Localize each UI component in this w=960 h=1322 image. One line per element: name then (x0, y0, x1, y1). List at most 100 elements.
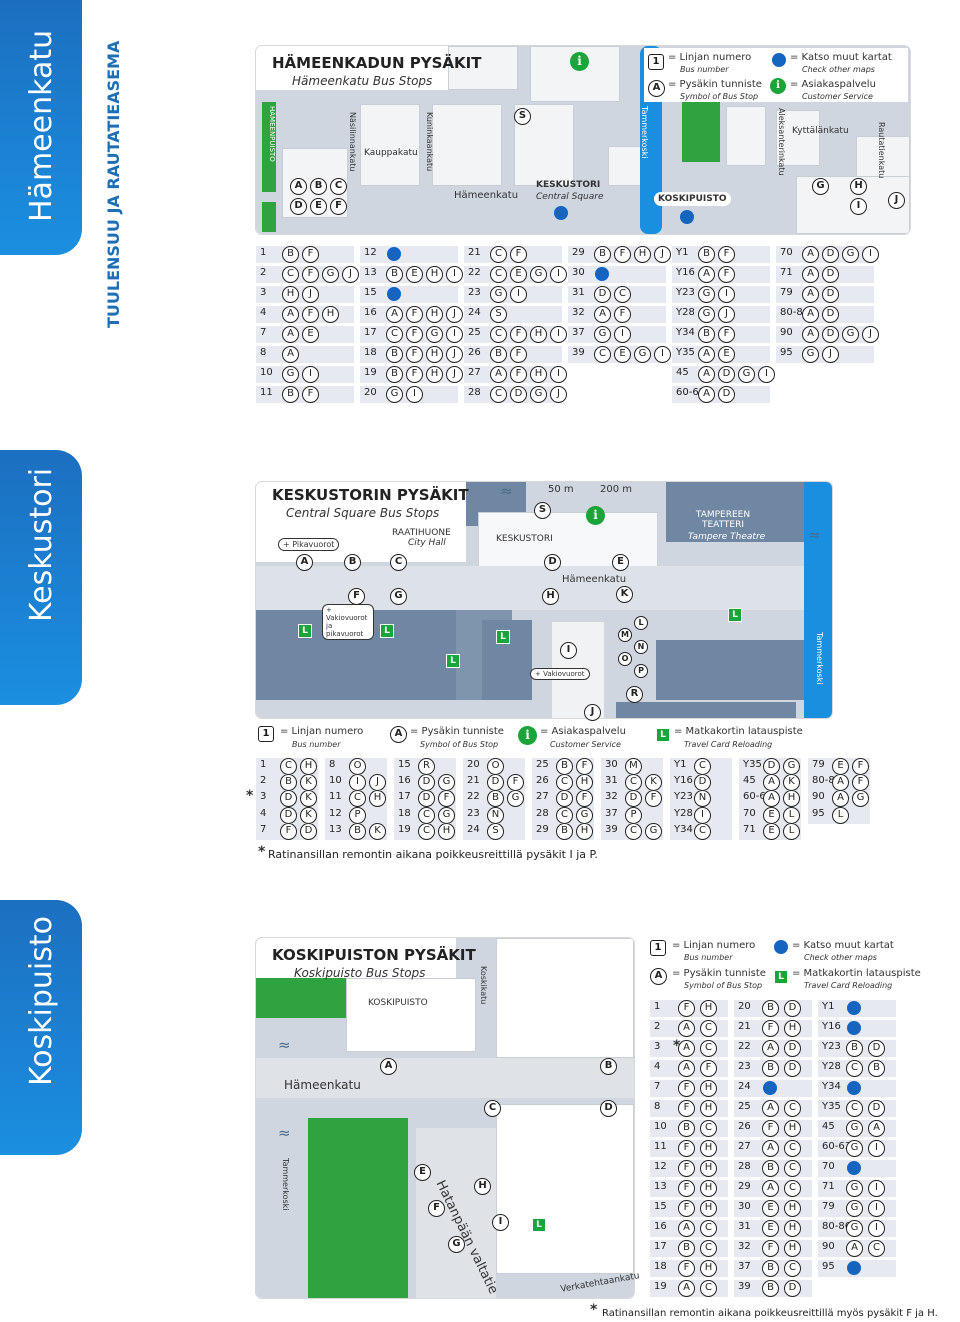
stop-symbol-G[interactable]: G (846, 1180, 863, 1197)
stop-symbol-H[interactable]: H (700, 1200, 717, 1217)
stop-symbol-F[interactable]: F (576, 790, 593, 808)
stop-F[interactable]: F (348, 588, 365, 605)
koskipuisto-map-link-icon[interactable] (680, 210, 694, 224)
stop-symbol-C[interactable]: C (418, 806, 435, 824)
stop-symbol-B[interactable]: B (282, 386, 299, 403)
stop-symbol-I[interactable]: I (349, 774, 366, 792)
stop-symbol-G[interactable]: G (507, 790, 524, 808)
stop-symbol-F[interactable]: F (678, 1140, 695, 1157)
stop-symbol-E[interactable]: E (832, 758, 849, 775)
info-icon[interactable]: i (586, 506, 605, 525)
stop-symbol-D[interactable]: D (784, 1000, 801, 1017)
card-reload-icon[interactable]: L (532, 1218, 546, 1232)
stop-symbol-J[interactable]: J (302, 286, 319, 303)
stop-symbol-C[interactable]: C (700, 1280, 717, 1297)
stop-symbol-E[interactable]: E (763, 806, 780, 824)
stop-symbol-F[interactable]: F (280, 822, 297, 840)
stop-symbol-D[interactable]: D (594, 286, 611, 303)
stop-symbol-D[interactable]: D (487, 774, 504, 792)
stop-symbol-F[interactable]: F (852, 774, 869, 792)
stop-symbol-G[interactable]: G (802, 346, 819, 363)
stop-symbol-J[interactable]: J (822, 346, 839, 363)
stop-C[interactable]: C (484, 1100, 501, 1117)
stop-symbol-C[interactable]: C (490, 386, 507, 403)
stop-symbol-I[interactable]: I (302, 366, 319, 383)
stop-L[interactable]: L (634, 616, 648, 630)
stop-symbol-C[interactable]: C (784, 1260, 801, 1277)
stop-symbol-A[interactable]: A (763, 774, 780, 792)
stop-symbol-F[interactable]: F (302, 306, 319, 323)
stop-symbol-C[interactable]: C (490, 326, 507, 343)
stop-symbol-B[interactable]: B (280, 774, 297, 792)
stop-symbol-S[interactable]: S (487, 822, 504, 840)
stop-symbol-B[interactable]: B (678, 1240, 695, 1257)
stop-symbol-C[interactable]: C (694, 758, 711, 775)
maps-link-dot-icon[interactable] (387, 287, 401, 301)
card-reload-icon[interactable]: L (446, 654, 460, 668)
stop-symbol-F[interactable]: F (406, 346, 423, 363)
stop-symbol-I[interactable]: I (510, 286, 527, 303)
stop-symbol-A[interactable]: A (762, 1100, 779, 1117)
stop-symbol-J[interactable]: J (369, 774, 386, 792)
stop-symbol-F[interactable]: F (762, 1120, 779, 1137)
stop-symbol-F[interactable]: F (678, 1000, 695, 1017)
stop-symbol-B[interactable]: B (846, 1040, 863, 1057)
stop-symbol-F[interactable]: F (678, 1180, 695, 1197)
stop-symbol-K[interactable]: K (300, 806, 317, 824)
stop-symbol-F[interactable]: F (718, 326, 735, 343)
stop-symbol-G[interactable]: G (846, 1140, 863, 1157)
stop-symbol-D[interactable]: D (868, 1100, 885, 1117)
stop-symbol-A[interactable]: A (763, 790, 780, 808)
stop-O[interactable]: O (618, 652, 632, 666)
stop-G[interactable]: G (812, 178, 829, 195)
stop-symbol-I[interactable]: I (550, 266, 567, 283)
stop-symbol-O[interactable]: O (487, 758, 504, 775)
stop-F[interactable]: F (428, 1200, 445, 1217)
keskustori-map-link-icon[interactable] (554, 206, 568, 220)
stop-symbol-I[interactable]: I (614, 326, 631, 343)
stop-symbol-C[interactable]: C (694, 822, 711, 840)
stop-symbol-G[interactable]: G (846, 1120, 863, 1137)
stop-symbol-C[interactable]: C (490, 246, 507, 263)
stop-symbol-I[interactable]: I (550, 326, 567, 343)
stop-symbol-H[interactable]: H (576, 822, 593, 840)
stop-symbol-G[interactable]: G (846, 1220, 863, 1237)
stop-symbol-G[interactable]: G (438, 774, 455, 792)
stop-symbol-A[interactable]: A (594, 306, 611, 323)
maps-link-dot-icon[interactable] (847, 1161, 861, 1175)
stop-symbol-F[interactable]: F (510, 346, 527, 363)
stop-symbol-H[interactable]: H (426, 306, 443, 323)
stop-I[interactable]: I (492, 1214, 509, 1231)
stop-H[interactable]: H (850, 178, 867, 195)
stop-symbol-H[interactable]: H (426, 266, 443, 283)
stop-symbol-E[interactable]: E (614, 346, 631, 363)
stop-symbol-A[interactable]: A (832, 790, 849, 808)
stop-symbol-L[interactable]: L (832, 806, 849, 824)
stop-symbol-F[interactable]: F (718, 246, 735, 263)
stop-symbol-I[interactable]: I (868, 1220, 885, 1237)
stop-symbol-A[interactable]: A (802, 266, 819, 283)
stop-symbol-D[interactable]: D (784, 1280, 801, 1297)
stop-symbol-G[interactable]: G (386, 386, 403, 403)
stop-symbol-C[interactable]: C (846, 1060, 863, 1077)
stop-E[interactable]: E (310, 198, 327, 215)
stop-symbol-A[interactable]: A (678, 1280, 695, 1297)
card-reload-icon[interactable]: L (298, 624, 312, 638)
stop-symbol-O[interactable]: O (349, 758, 366, 775)
stop-symbol-H[interactable]: H (784, 1020, 801, 1037)
stop-symbol-H[interactable]: H (700, 1260, 717, 1277)
stop-symbol-C[interactable]: C (784, 1180, 801, 1197)
stop-symbol-C[interactable]: C (700, 1020, 717, 1037)
stop-N[interactable]: N (634, 640, 648, 654)
stop-symbol-B[interactable]: B (594, 246, 611, 263)
stop-symbol-H[interactable]: H (426, 366, 443, 383)
stop-symbol-G[interactable]: G (842, 246, 859, 263)
stop-symbol-E[interactable]: E (302, 326, 319, 343)
stop-symbol-C[interactable]: C (386, 326, 403, 343)
stop-symbol-D[interactable]: D (718, 386, 735, 403)
stop-symbol-F[interactable]: F (510, 326, 527, 343)
stop-symbol-F[interactable]: F (614, 246, 631, 263)
stop-symbol-B[interactable]: B (556, 822, 573, 840)
stop-symbol-B[interactable]: B (282, 246, 299, 263)
stop-symbol-G[interactable]: G (282, 366, 299, 383)
